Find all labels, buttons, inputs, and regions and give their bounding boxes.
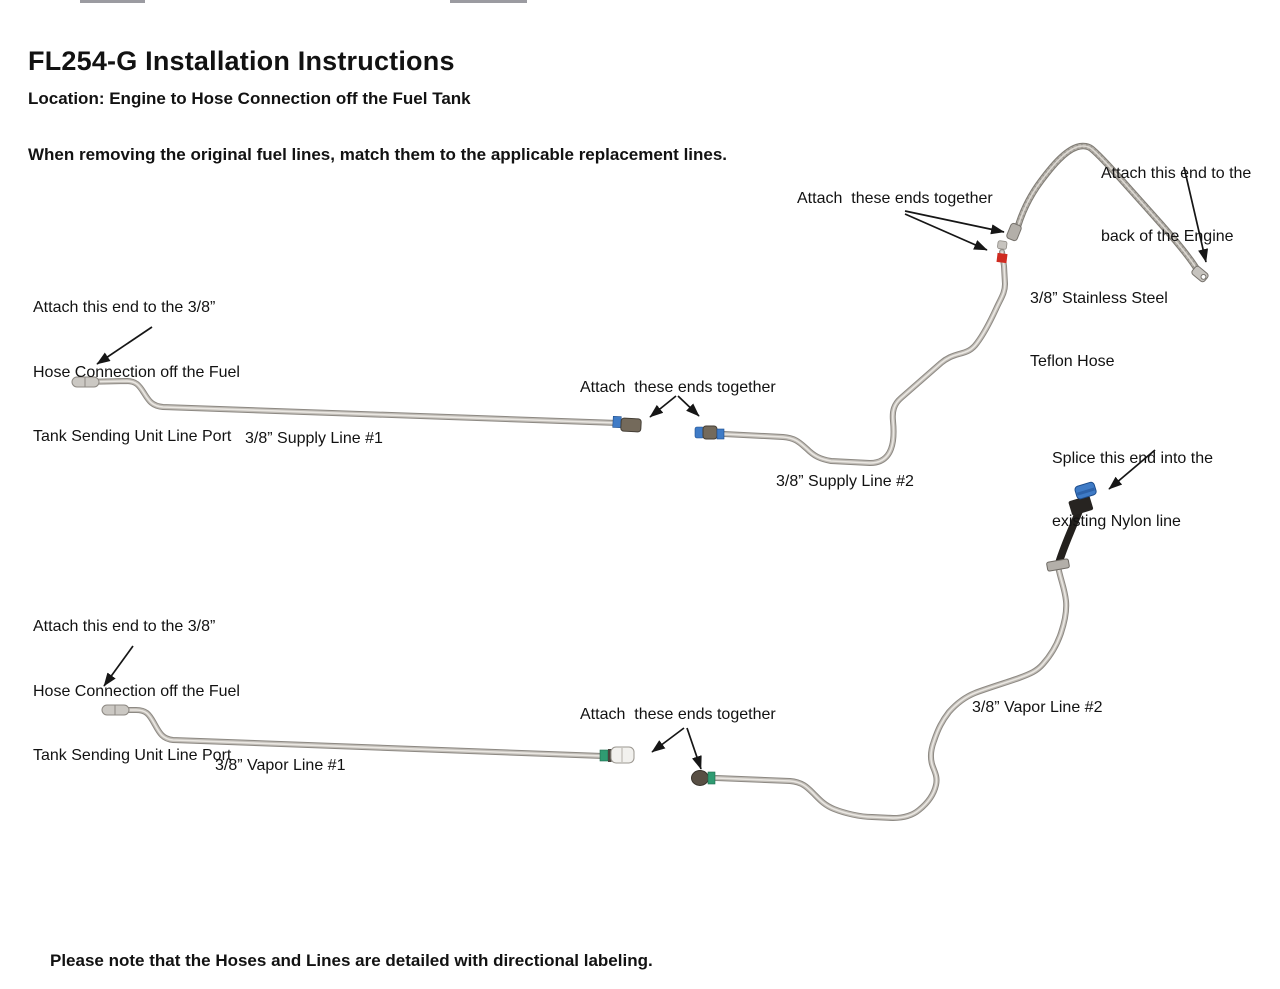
directional-labeling-note: Please note that the Hoses and Lines are… [50,951,653,970]
top-edge-remnant-right [450,0,527,3]
supply-line-2 [694,240,1008,463]
callout-splice: Splice this end into the existing Nylon … [1052,450,1213,530]
callout-attach-mid: Attach these ends together [580,379,776,396]
vapor2-hose-band [1068,495,1094,516]
arrow-attach-top-line [904,213,988,251]
vapor-line-2 [691,481,1097,818]
callout-attach-top: Attach these ends together [797,190,993,207]
label-vapor-line-1: 3/8” Vapor Line #1 [215,757,346,774]
supply1-blue-band [612,415,622,429]
supply2-red-dot [996,252,1008,264]
stainless-teflon-hose [1006,146,1209,283]
arrow-attach-mid-left [649,395,677,418]
arrow-splice [1108,449,1156,490]
vapor2-hose-clamp [1046,558,1070,572]
label-supply-line-2: 3/8” Supply Line #2 [776,473,914,490]
label-supply-line-1: 3/8” Supply Line #1 [245,430,383,447]
hose-right-end-fitting [1191,265,1209,283]
vapor2-connector-fitting [691,770,716,786]
hose-engine-side-left-fitting [1006,222,1022,242]
label-vapor-line-2: 3/8” Vapor Line #2 [972,699,1103,716]
arrow-attach-bottom-right [686,727,702,770]
callout-tank-port-upper: Attach this end to the 3/8” Hose Connect… [33,299,240,445]
callout-arrows [96,166,1209,770]
supply-line-1 [71,376,642,433]
arrow-tank-port-upper [96,326,153,365]
arrow-tank-port-lower [103,645,134,687]
supply1-connector-fitting [620,417,642,433]
page-title: FL254-G Installation Instructions [28,46,455,76]
vapor2-splice-blue-cap [1074,481,1097,500]
arrow-attach-mid-right [677,395,700,417]
vapor-line-1 [101,704,635,764]
callout-attach-bottom: Attach these ends together [580,706,776,723]
arrow-attach-top-hose [904,210,1005,235]
arrow-engine-end [1183,166,1209,263]
vapor1-connector-fitting [599,746,635,764]
supply2-connector-fitting [694,425,725,440]
arrow-attach-bottom-left [651,727,685,753]
callout-tank-port-lower: Attach this end to the 3/8” Hose Connect… [33,618,240,764]
callout-engine-end: Attach this end to the back of the Engin… [1101,165,1252,245]
intro-note: When removing the original fuel lines, m… [28,145,728,164]
supply2-top-tip [997,240,1008,250]
page-subtitle: Location: Engine to Hose Connection off … [28,89,471,108]
top-edge-remnant-left [80,0,145,3]
label-stainless-hose: 3/8” Stainless Steel Teflon Hose [1030,290,1168,370]
